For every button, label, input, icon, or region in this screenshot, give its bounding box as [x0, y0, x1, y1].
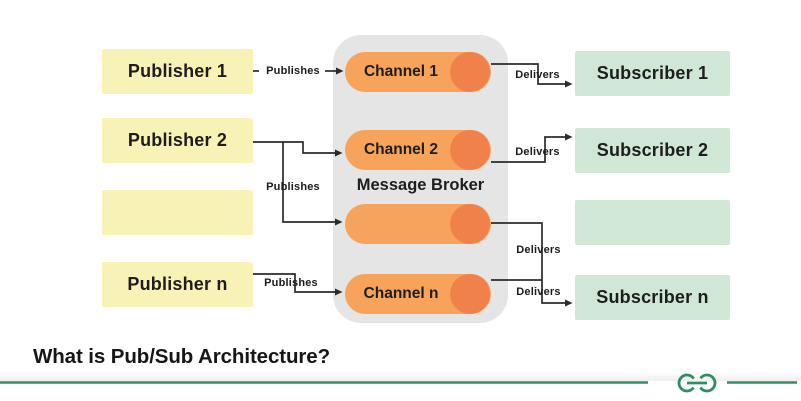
channel-n-cylinder: Channel n: [345, 274, 491, 314]
publisher-2-label: Publisher 2: [127, 130, 228, 150]
delivers-label-1: Delivers: [515, 69, 560, 81]
channel-2-cap: [450, 130, 490, 170]
delivers-label-3: Delivers: [516, 244, 561, 256]
publisher-n-label: Publisher n: [127, 274, 228, 294]
channel-3-cap: [450, 204, 490, 244]
channel-n-label: Channel n: [363, 285, 439, 302]
channel-1-cap: [450, 52, 490, 92]
publisher-n-box: Publisher n: [102, 262, 253, 307]
channel-3-label: [349, 204, 453, 244]
subscriber-n-label: Subscriber n: [596, 287, 709, 307]
channel-3-cylinder-empty: [345, 204, 491, 244]
message-broker-label: Message Broker: [356, 176, 485, 194]
delivers-label-4: Delivers: [516, 286, 561, 298]
delivers-label-2: Delivers: [515, 146, 560, 158]
subscriber-n-box: Subscriber n: [575, 275, 730, 320]
channel-1-cylinder: Channel 1: [345, 52, 491, 92]
subscriber-2-label: Subscriber 2: [596, 140, 709, 160]
subscriber-2-box: Subscriber 2: [575, 128, 730, 173]
subscriber-1-box: Subscriber 1: [575, 51, 730, 96]
publisher-1-box: Publisher 1: [102, 49, 253, 94]
publishes-label-2: Publishes: [266, 181, 320, 193]
channel-2-cylinder: Channel 2: [345, 130, 491, 170]
page-title: What is Pub/Sub Architecture?: [33, 345, 331, 368]
publishes-label-3: Publishes: [264, 277, 318, 289]
publisher-2-box: Publisher 2: [102, 118, 253, 163]
subscriber-3-box-empty: [575, 200, 730, 245]
subscriber-1-label: Subscriber 1: [596, 63, 709, 83]
channel-2-label: Channel 2: [363, 141, 439, 158]
publishes-label-1: Publishes: [266, 65, 320, 77]
edge-publisher2-channel2: [253, 141, 343, 157]
channel-n-cap: [450, 274, 490, 314]
footer-band: [0, 371, 801, 381]
publisher-3-box-empty: [102, 190, 253, 235]
publisher-1-label: Publisher 1: [127, 61, 228, 81]
channel-1-label: Channel 1: [363, 63, 439, 80]
